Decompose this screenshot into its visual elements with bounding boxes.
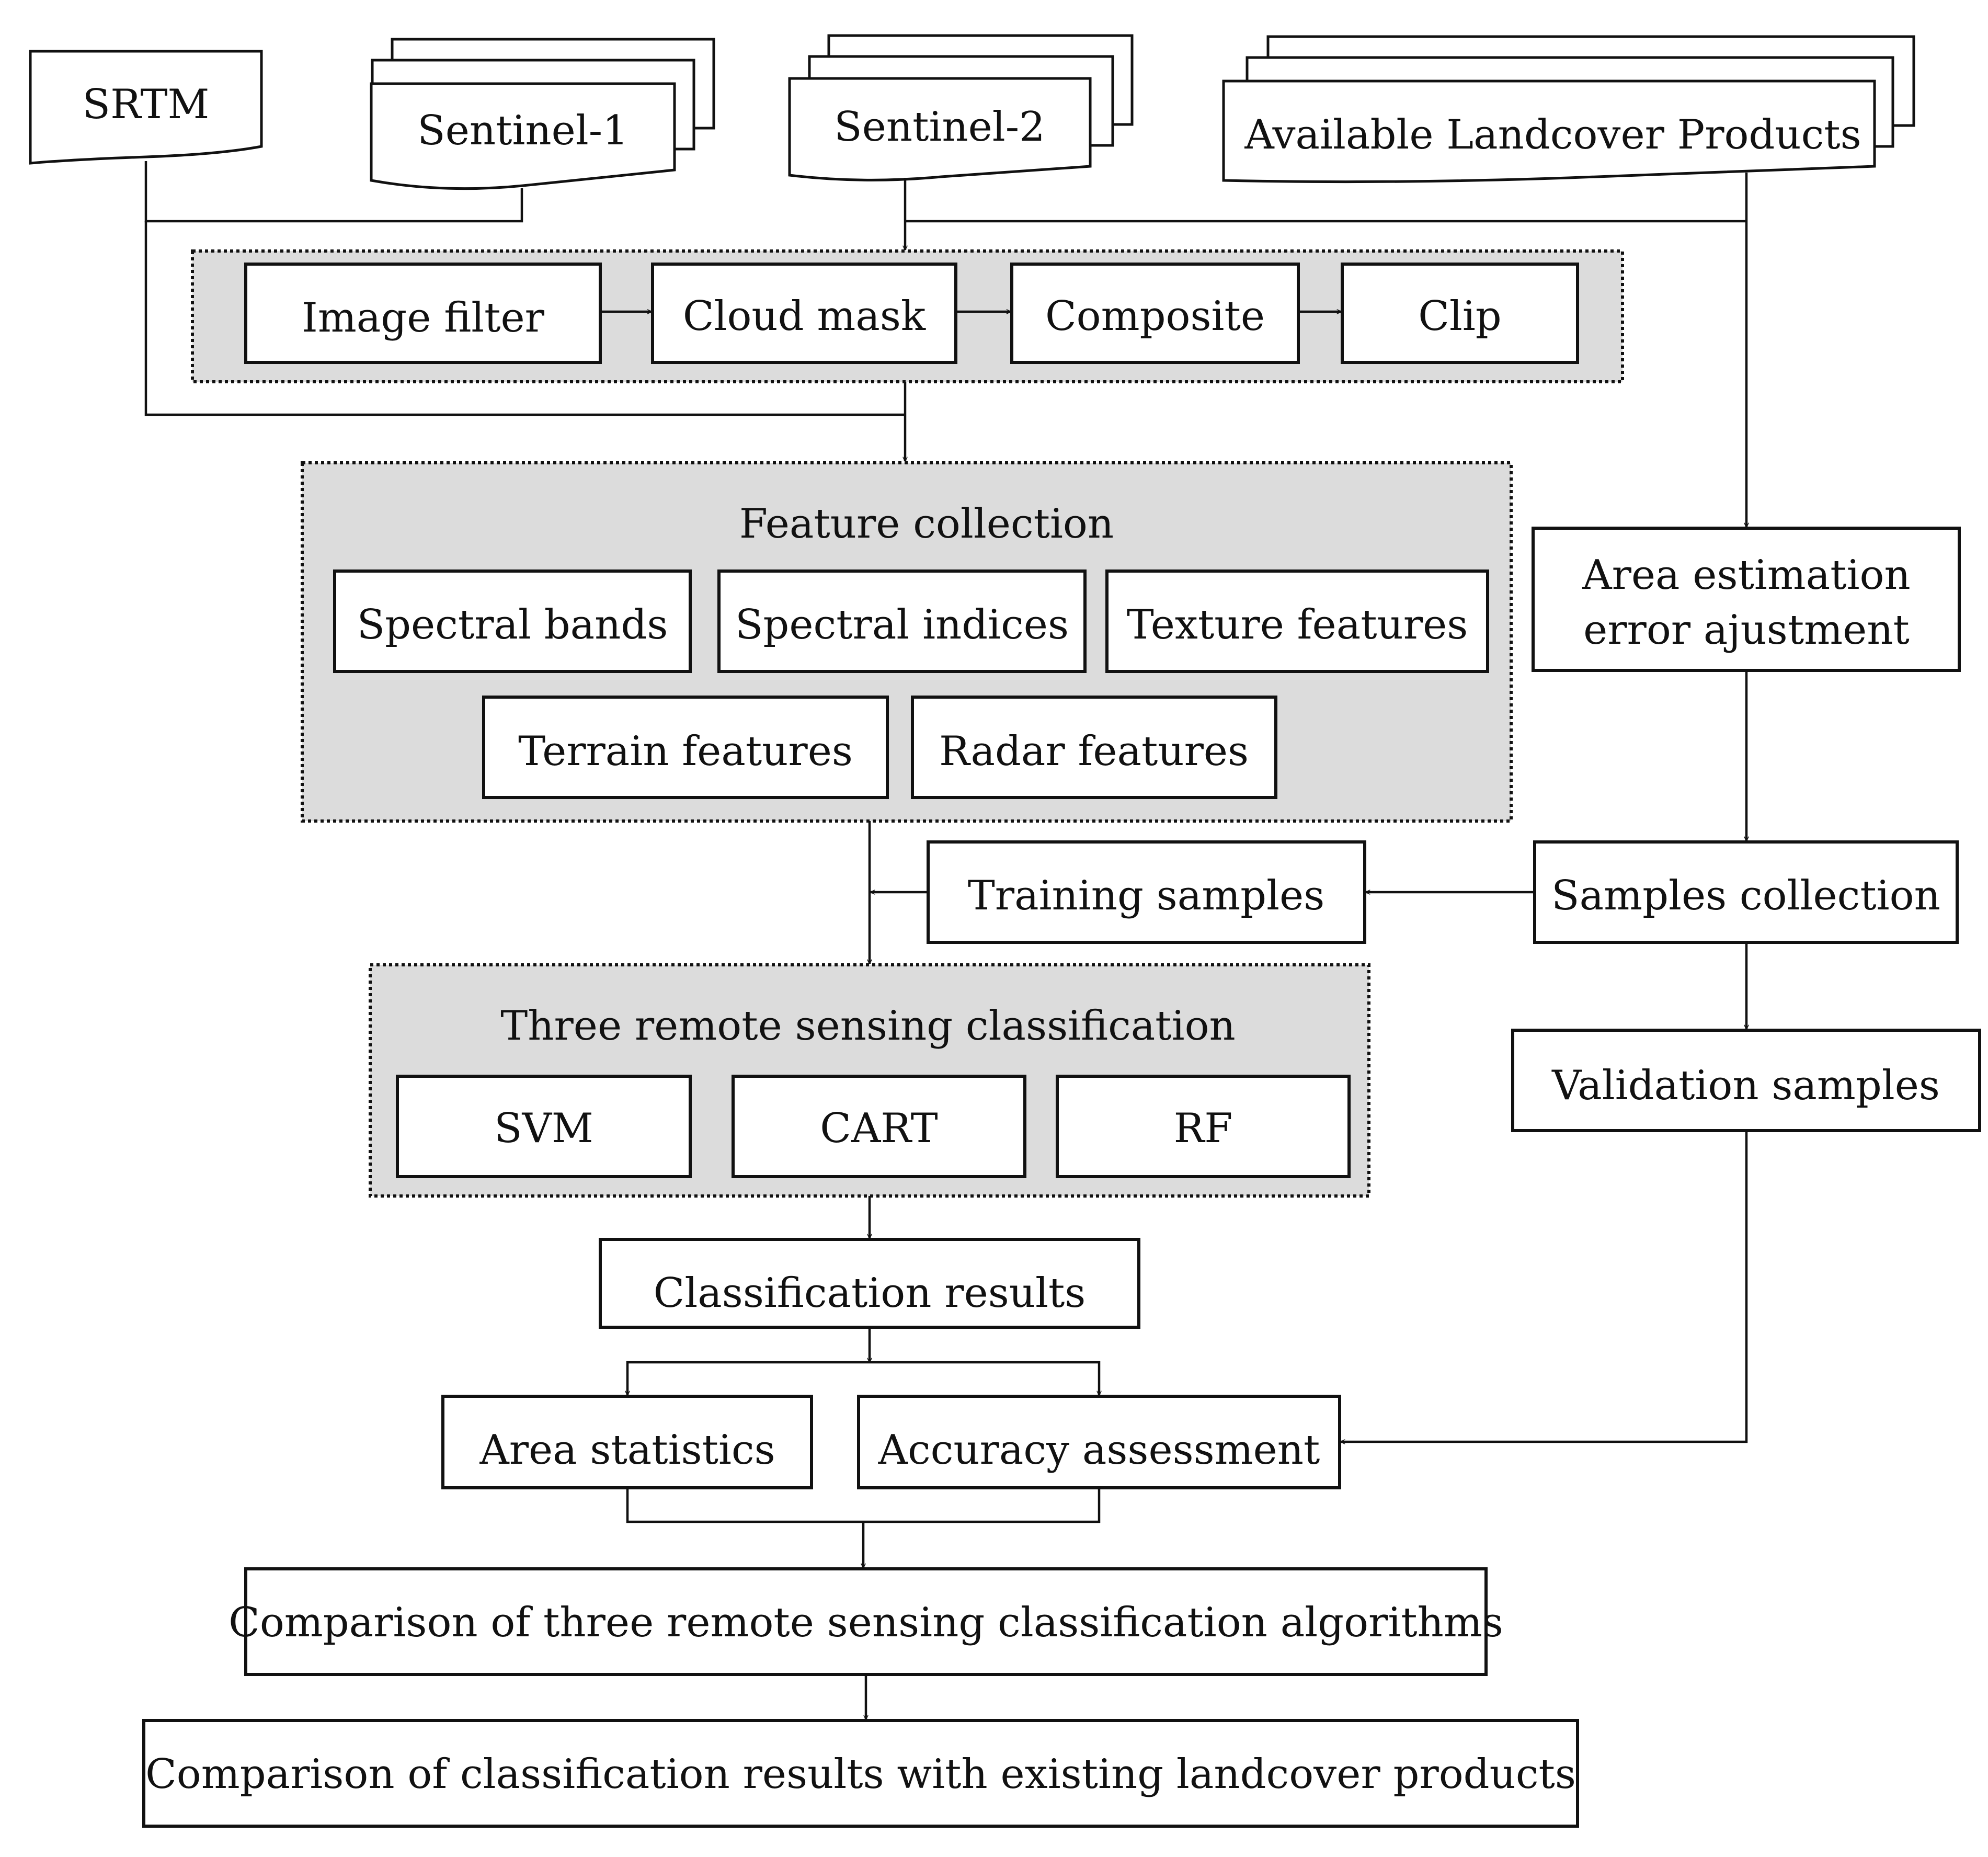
clip-label: Clip <box>1418 293 1502 340</box>
radar-features-box: Radar features <box>911 696 1277 799</box>
training-samples-box: Training samples <box>927 840 1366 944</box>
radar-features-label: Radar features <box>939 728 1249 775</box>
algorithm-comparison-label: Comparison of three remote sensing class… <box>228 1599 1503 1646</box>
cloud-mask-box: Cloud mask <box>651 263 957 364</box>
terrain-features-box: Terrain features <box>482 696 889 799</box>
terrain-features-label: Terrain features <box>518 728 853 775</box>
classification-results-box: Classification results <box>599 1238 1140 1329</box>
validation-to-accuracy-arrow <box>1341 1131 1748 1442</box>
landcover-products-source: Available Landcover Products <box>1222 35 1915 184</box>
spectral-indices-box: Spectral indices <box>717 569 1087 673</box>
cloud-mask-label: Cloud mask <box>683 293 926 340</box>
area-statistics-box: Area statistics <box>441 1395 813 1489</box>
spectral-indices-label: Spectral indices <box>735 601 1069 648</box>
clip-box: Clip <box>1341 263 1579 364</box>
composite-label: Composite <box>1045 293 1265 340</box>
validation-samples-box: Validation samples <box>1511 1029 1981 1132</box>
algorithm-comparison-box: Comparison of three remote sensing class… <box>228 1567 1503 1676</box>
sentinel2-source: Sentinel-2 <box>788 34 1134 181</box>
srtm-source: SRTM <box>29 50 263 165</box>
classification-title: Three remote sensing classification <box>500 1002 1236 1050</box>
results-to-accuracy-arrow <box>870 1361 1099 1395</box>
srtm-to-sentinel-line <box>144 161 523 223</box>
landcover-products-label: Available Landcover Products <box>1244 111 1861 158</box>
sentinel1-label: Sentinel-1 <box>417 107 628 154</box>
area-estimation-line1: Area estimation <box>1582 552 1911 599</box>
image-filter-box: Image filter <box>244 263 602 364</box>
samples-collection-box: Samples collection <box>1533 840 1959 944</box>
spectral-bands-box: Spectral bands <box>333 569 692 673</box>
srtm-to-features-line <box>144 221 905 416</box>
training-samples-label: Training samples <box>968 872 1324 919</box>
validation-samples-label: Validation samples <box>1551 1062 1940 1109</box>
cart-label: CART <box>820 1105 938 1152</box>
texture-features-box: Texture features <box>1105 569 1489 673</box>
connectors <box>144 161 1748 1719</box>
srtm-label: SRTM <box>83 81 210 128</box>
sentinel1-source: Sentinel-1 <box>370 38 715 190</box>
rf-box: RF <box>1056 1075 1351 1178</box>
image-filter-label: Image filter <box>302 294 545 341</box>
accuracy-assessment-label: Accuracy assessment <box>878 1427 1320 1474</box>
classification-results-label: Classification results <box>654 1270 1086 1317</box>
cart-box: CART <box>732 1075 1026 1178</box>
assessment-merge-line <box>626 1488 1101 1523</box>
sentinel2-label: Sentinel-2 <box>834 104 1045 151</box>
area-statistics-label: Area statistics <box>479 1427 775 1474</box>
spectral-bands-label: Spectral bands <box>357 601 668 648</box>
svm-label: SVM <box>494 1105 593 1152</box>
results-to-area-statistics-arrow <box>627 1361 870 1395</box>
svm-box: SVM <box>396 1075 692 1178</box>
feature-collection-title: Feature collection <box>739 500 1114 548</box>
samples-collection-label: Samples collection <box>1551 872 1940 919</box>
product-comparison-label: Comparison of classification results wit… <box>145 1751 1576 1798</box>
accuracy-assessment-box: Accuracy assessment <box>857 1395 1341 1489</box>
rf-label: RF <box>1174 1105 1233 1152</box>
composite-box: Composite <box>1010 263 1300 364</box>
product-comparison-box: Comparison of classification results wit… <box>142 1719 1579 1828</box>
area-estimation-box: Area estimation error ajustment <box>1532 527 1961 672</box>
texture-features-label: Texture features <box>1127 601 1468 648</box>
area-estimation-line2: error ajustment <box>1583 607 1910 654</box>
